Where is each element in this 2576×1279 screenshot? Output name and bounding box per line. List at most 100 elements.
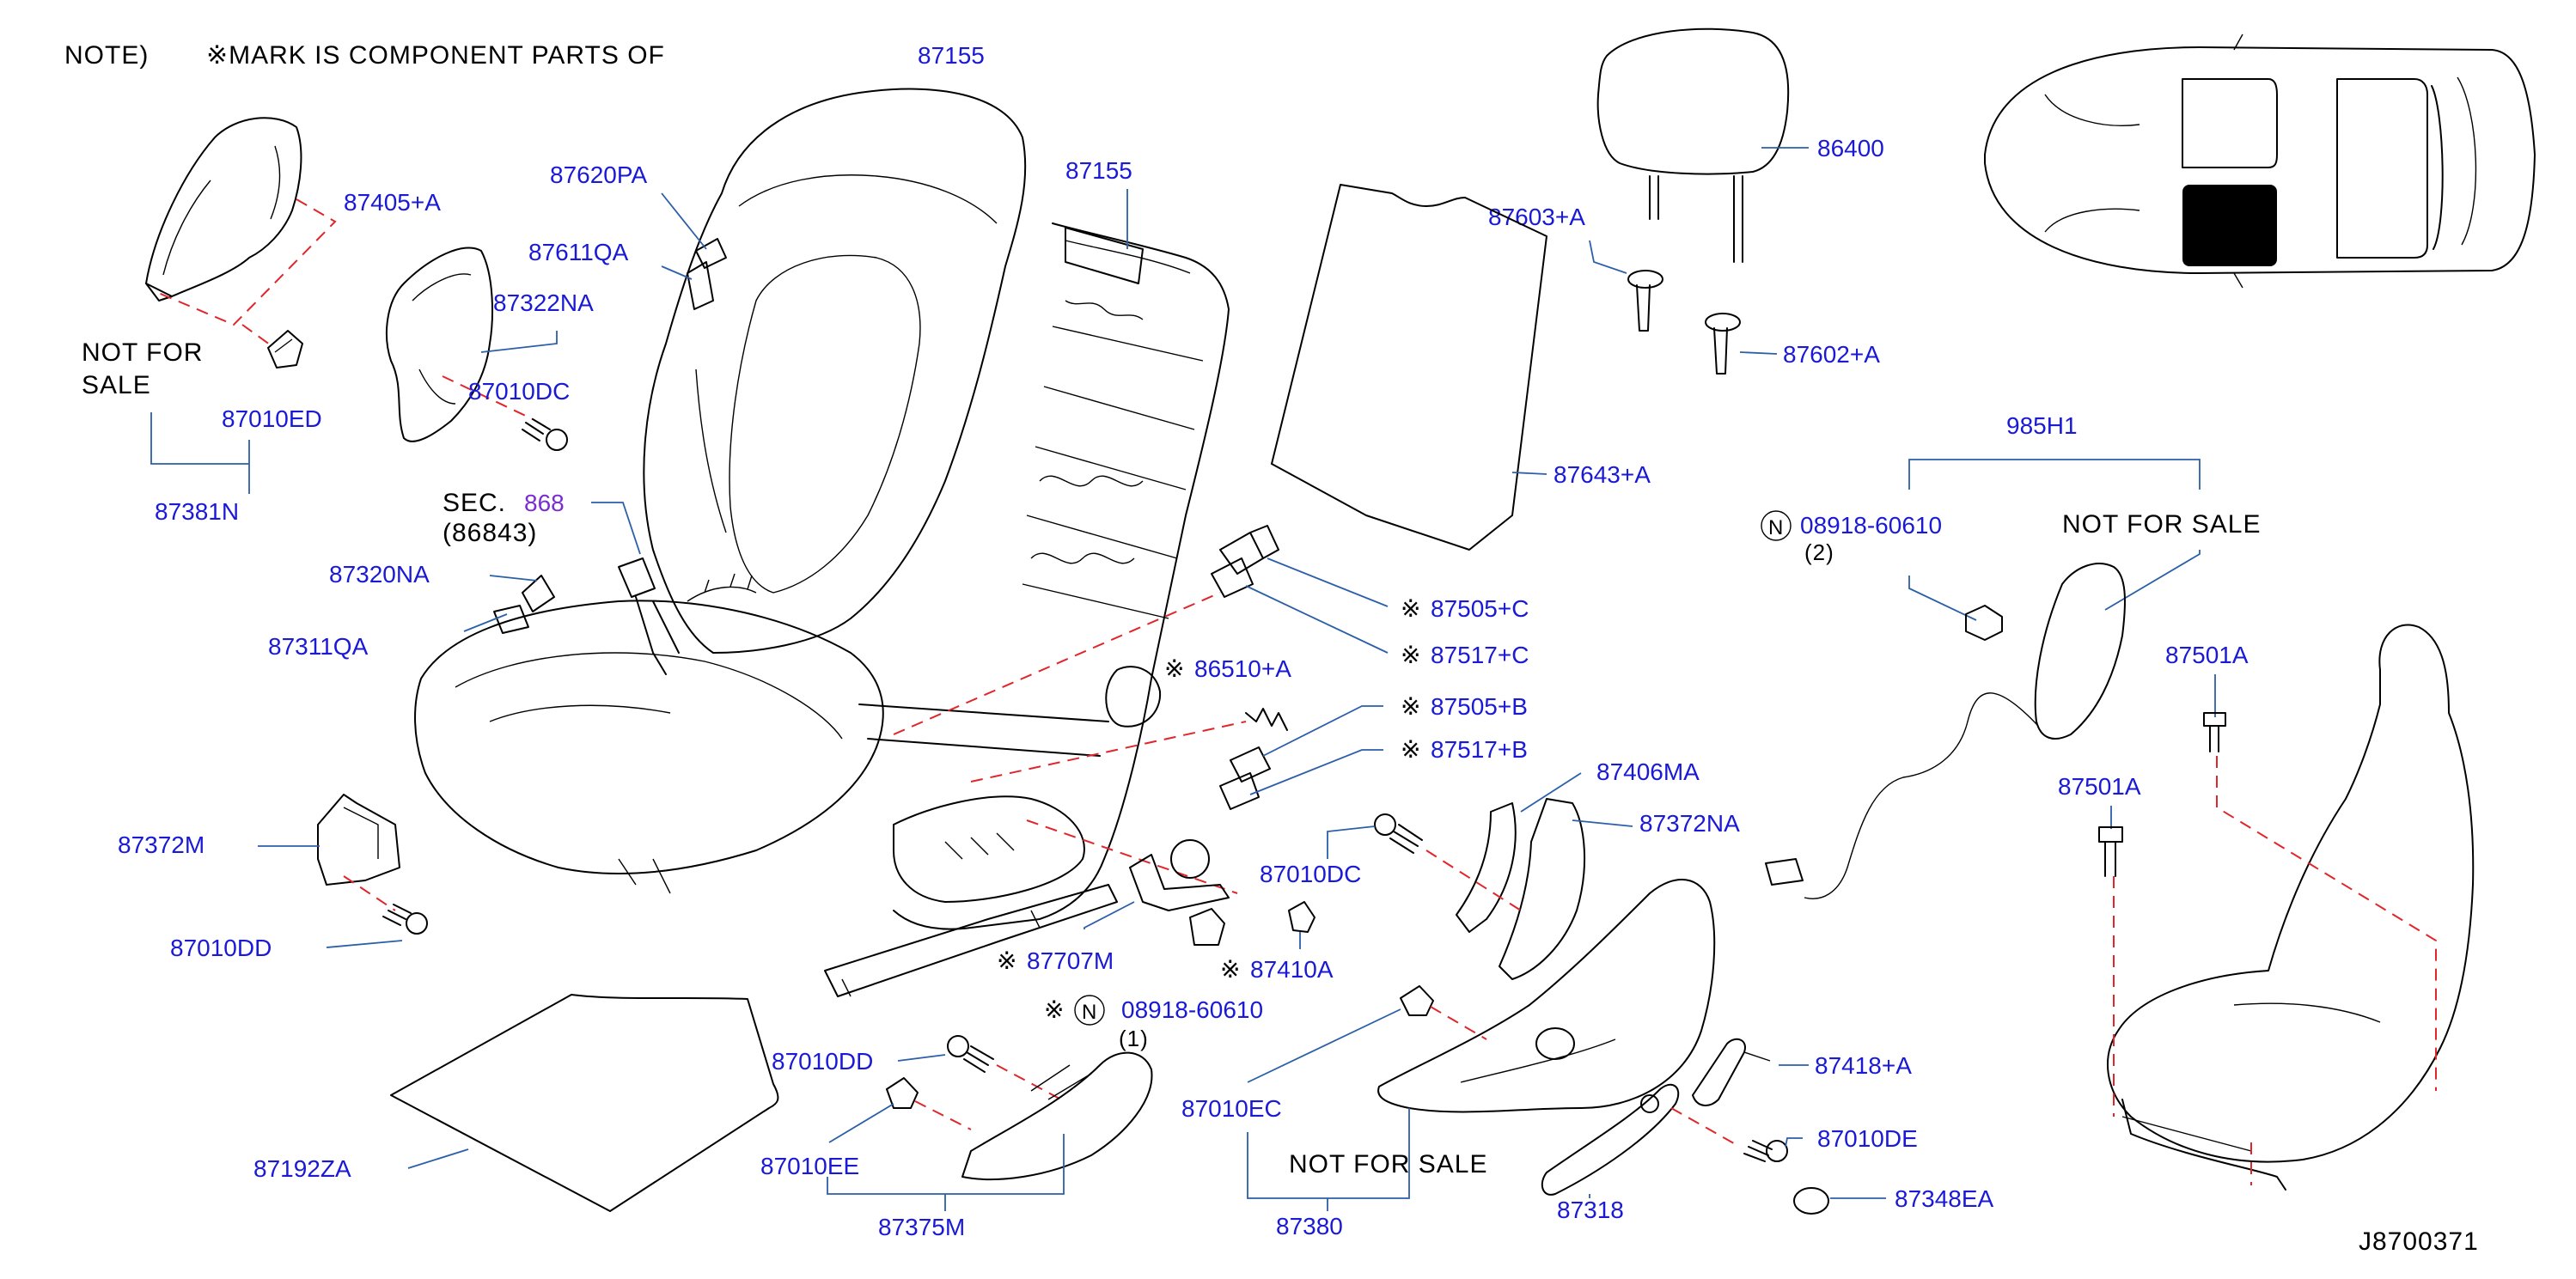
- label-87505-B[interactable]: 87505+B: [1431, 693, 1528, 720]
- bracket-87707M-drawing: [1129, 839, 1230, 911]
- ref-mark-87707M: ※: [997, 947, 1017, 974]
- lead-87322NA: [480, 331, 558, 353]
- screw-87010DC-left: [522, 418, 568, 451]
- note-text: ※MARK IS COMPONENT PARTS OF: [206, 41, 665, 70]
- dash-87010DD-left: [343, 875, 396, 911]
- label-87501A-upper[interactable]: 87501A: [2165, 642, 2249, 668]
- label-87010DC-left[interactable]: 87010DC: [468, 378, 570, 405]
- label-87707M[interactable]: 87707M: [1027, 947, 1114, 974]
- label-87010DC-mid[interactable]: 87010DC: [1260, 861, 1361, 887]
- clip-87620PA-drawing: [687, 238, 727, 310]
- clip-87517B-drawing: [1219, 772, 1260, 810]
- label-87381N[interactable]: 87381N: [155, 498, 239, 525]
- label-87602-A[interactable]: 87602+A: [1783, 341, 1880, 368]
- label-87010EE[interactable]: 87010EE: [760, 1153, 859, 1179]
- lead-87192ZA: [407, 1148, 469, 1169]
- n-mark-right: [1761, 510, 1792, 541]
- lead-87010EE: [828, 1103, 894, 1143]
- label-87620PA[interactable]: 87620PA: [550, 161, 647, 188]
- lead-87517C: [1245, 585, 1389, 654]
- lead-87372NA: [1572, 819, 1633, 827]
- side-cover-87380-drawing: [1377, 879, 1716, 1113]
- nfs-bottom: NOT FOR SALE: [1289, 1150, 1488, 1179]
- label-87405-A[interactable]: 87405+A: [344, 189, 441, 216]
- seat-assembly-outline-drawing: [2107, 624, 2475, 1191]
- headrest-guide-87602A-drawing: [1705, 313, 1741, 375]
- label-87010EC[interactable]: 87010EC: [1181, 1095, 1282, 1122]
- label-87010DD-left[interactable]: 87010DD: [170, 935, 272, 961]
- label-87320NA[interactable]: 87320NA: [329, 561, 430, 588]
- label-87505-C[interactable]: 87505+C: [1431, 595, 1529, 622]
- headrest-guide-87603A-drawing: [1627, 270, 1663, 332]
- label-87501A-lower[interactable]: 87501A: [2058, 773, 2141, 800]
- lead-87707M: [1084, 901, 1135, 929]
- dash-frame-1: [893, 592, 1221, 735]
- dash-frame-2: [970, 721, 1247, 783]
- note-ref-part: 87155: [918, 42, 985, 69]
- screw-87010DC-mid: [1374, 813, 1423, 854]
- lead-87010EC: [1247, 1008, 1401, 1083]
- label-87010DE[interactable]: 87010DE: [1817, 1125, 1918, 1152]
- label-985H1[interactable]: 985H1: [2006, 412, 2078, 439]
- label-87406MA[interactable]: 87406MA: [1596, 758, 1700, 785]
- ref-mark-08918-mid: ※: [1044, 996, 1065, 1023]
- ref-mark-86510A: ※: [1164, 655, 1185, 682]
- label-87643-A[interactable]: 87643+A: [1554, 461, 1651, 488]
- dash-87318: [1670, 1107, 1741, 1148]
- ref-mark-87505B: ※: [1401, 693, 1421, 720]
- label-86510-A[interactable]: 86510+A: [1194, 655, 1291, 682]
- label-87010ED[interactable]: 87010ED: [222, 405, 322, 432]
- label-08918-mid[interactable]: 08918-60610: [1121, 996, 1263, 1023]
- clip-87505C-drawing: [1219, 525, 1279, 575]
- lead-87602A: [1739, 351, 1778, 355]
- note-prefix: NOTE): [64, 41, 149, 70]
- label-87322NA[interactable]: 87322NA: [493, 289, 594, 316]
- bracket-87375M: [827, 1134, 1065, 1211]
- label-87372NA[interactable]: 87372NA: [1639, 810, 1740, 837]
- nfs-right: NOT FOR SALE: [2062, 510, 2262, 539]
- label-08918-right[interactable]: 08918-60610: [1800, 512, 1942, 539]
- dash-87010DD-mid: [996, 1064, 1062, 1100]
- label-87611QA[interactable]: 87611QA: [528, 239, 629, 265]
- cap-87348EA-drawing: [1793, 1187, 1829, 1215]
- lead-87611QA: [661, 265, 693, 280]
- bushing-87410A-drawing: [1189, 908, 1225, 946]
- seat-belt-buckle-drawing: [618, 557, 757, 675]
- nut-08918-right-drawing: [1965, 605, 2003, 641]
- lead-87320NA: [489, 575, 538, 582]
- cover-87375M-drawing: [961, 1051, 1153, 1180]
- clip-87320NA-drawing: [493, 575, 555, 634]
- section-num[interactable]: 868: [524, 490, 565, 516]
- label-87380[interactable]: 87380: [1276, 1213, 1343, 1239]
- seat-location-highlight: [2182, 185, 2277, 266]
- label-87372M[interactable]: 87372M: [118, 831, 204, 858]
- label-87155-back[interactable]: 87155: [1065, 157, 1132, 184]
- label-87311QA[interactable]: 87311QA: [268, 633, 369, 660]
- label-87410A[interactable]: 87410A: [1250, 956, 1334, 983]
- label-86400[interactable]: 86400: [1817, 135, 1884, 161]
- label-87517-B[interactable]: 87517+B: [1431, 736, 1528, 763]
- label-87603-A[interactable]: 87603+A: [1488, 204, 1585, 230]
- label-87010DD-mid[interactable]: 87010DD: [772, 1048, 873, 1075]
- seat-frame-drawing: [824, 222, 1230, 997]
- clip-87010EC-drawing: [1400, 985, 1434, 1016]
- ref-mark-87410A: ※: [1220, 956, 1241, 983]
- clip-87505B-drawing: [1230, 746, 1271, 783]
- dash-87501A-upper: [2216, 756, 2437, 1091]
- carpet-87192ZA-drawing: [390, 994, 779, 1212]
- ref-mark-87505C: ※: [1401, 595, 1421, 622]
- label-87418-A[interactable]: 87418+A: [1815, 1052, 1912, 1079]
- bolt-87501A-lower: [2098, 826, 2123, 877]
- lead-87620PA: [661, 192, 707, 250]
- lead-87010DE: [1785, 1137, 1803, 1148]
- lead-08918-right: [1908, 576, 1977, 621]
- spring-86510A-drawing: [1245, 708, 1288, 731]
- bracket-985H1: [1908, 459, 2201, 490]
- label-87375M[interactable]: 87375M: [878, 1214, 965, 1240]
- label-87348EA[interactable]: 87348EA: [1895, 1185, 1994, 1212]
- label-87517-C[interactable]: 87517+C: [1431, 642, 1529, 668]
- lead-87603A: [1589, 240, 1627, 274]
- label-87318[interactable]: 87318: [1557, 1197, 1624, 1223]
- label-87192ZA[interactable]: 87192ZA: [253, 1155, 351, 1182]
- screw-87010DD-mid: [947, 1035, 994, 1073]
